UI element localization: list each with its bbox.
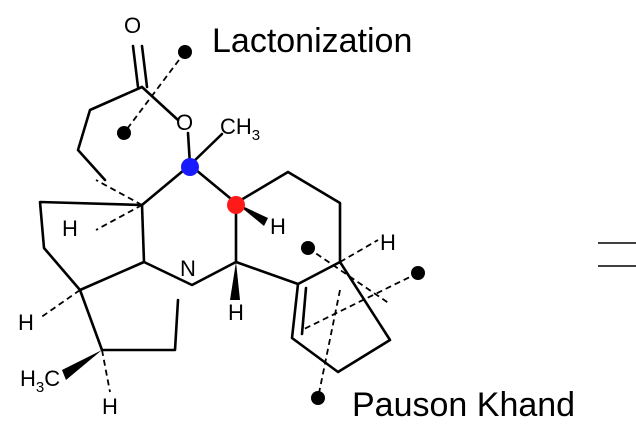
dot-lactonization-top: [178, 45, 192, 59]
atom-h-bottom: H: [102, 394, 118, 419]
blue-stereocenter-marker: [181, 158, 199, 176]
equilibrium-arrow-icon: [598, 242, 636, 267]
bridge-bond: [78, 260, 146, 292]
right-ring: [234, 170, 342, 286]
atom-ring-o: O: [176, 110, 193, 135]
pk-cut-1: [307, 247, 391, 305]
wedge-bond-h3c: [62, 350, 102, 380]
atom-carbonyl-o: O: [124, 13, 141, 38]
hash-bond-h-left: [39, 289, 81, 319]
cyclopentene: [290, 260, 392, 374]
alkene-bond-2: [300, 286, 308, 336]
hash-bond-h-right: [339, 239, 379, 263]
hash-bond-h-upper-left: [95, 204, 143, 231]
atom-nitrogen: N: [180, 256, 196, 281]
pauson-khand-label: Pauson Khand: [352, 386, 575, 424]
pk-cut-3: [317, 289, 341, 399]
dot-pk-upper: [301, 241, 315, 255]
hash-bond-chain: [95, 179, 143, 206]
dot-pk-bottom: [311, 391, 325, 405]
wedge-bond-h-below-n: [230, 262, 240, 300]
dot-lactonization-left: [117, 126, 131, 140]
acyl-o-bond: [140, 85, 180, 122]
atom-h-red: H: [270, 214, 286, 239]
disconnection-lines: [123, 51, 419, 399]
carbonyl-bond-1: [131, 44, 140, 89]
lactone-chain: [76, 85, 144, 182]
atom-labels: O O CH3 N H H H H H H3C H: [18, 13, 396, 419]
lactonization-label: Lactonization: [212, 22, 412, 60]
atom-methyl: CH3: [220, 114, 260, 144]
disconnection-dots: [117, 45, 425, 405]
atom-h3c: H3C: [20, 366, 60, 396]
red-stereocenter-marker: [227, 196, 245, 214]
carbonyl-bond-2: [140, 44, 149, 89]
dot-pk-right: [411, 266, 425, 280]
atom-h-right: H: [380, 230, 396, 255]
hash-bond-h-bottom: [101, 349, 111, 393]
atom-h-upper-left: H: [62, 216, 78, 241]
atom-h-left: H: [18, 310, 34, 335]
lactonization-cut: [123, 51, 186, 134]
molecule-skeleton: [38, 44, 392, 374]
pk-cut-2: [301, 272, 419, 331]
atom-h-below-n: H: [228, 300, 244, 325]
